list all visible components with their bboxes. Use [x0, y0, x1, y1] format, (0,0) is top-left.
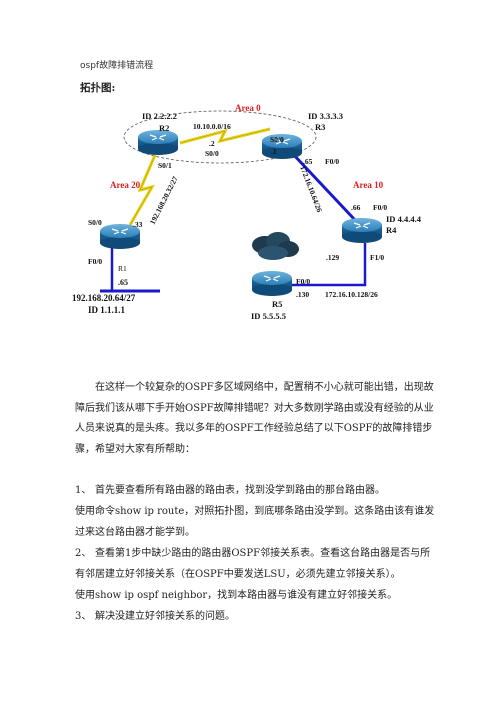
document-title: ospf故障排错流程 — [80, 61, 154, 71]
r1-f00-ip: .65 — [118, 278, 128, 287]
area0-label: Area 0 — [235, 103, 261, 113]
router-r2-icon — [138, 130, 178, 155]
r1-s00-label: S0/0 — [88, 218, 102, 227]
r5-name: R5 — [272, 299, 282, 309]
r2-id: ID 2.2.2.2 — [142, 111, 177, 121]
r4-id: ID 4.4.4.4 — [386, 214, 422, 224]
r1-id: ID 1.1.1.1 — [88, 305, 126, 315]
step-3-text: 解决没建立好邻接关系的问题。 — [95, 611, 235, 622]
link-r2-r3-network: 10.10.0.0/16 — [193, 122, 231, 131]
area0-boundary — [123, 110, 317, 164]
r1-lan-network: 192.168.20.64/27 — [72, 293, 136, 303]
r2-s00-ip: .2 — [209, 139, 215, 148]
r2-s01-label: S0/1 — [158, 161, 172, 170]
r1-name: R1 — [118, 264, 127, 273]
link-r5-r4-network: 172.16.10.128/26 — [325, 290, 378, 299]
step-2: 2、查看第1步中缺少路由的路由器OSPF邻接关系表。查看这台路由器是否与所有邻居… — [75, 544, 440, 585]
router-r5-icon — [252, 271, 292, 296]
link-r2-r1-network: 192.168.20.32/27 — [148, 175, 180, 226]
r3-id: ID 3.3.3.3 — [308, 111, 343, 121]
r3-name: R3 — [315, 122, 325, 132]
r5-f00-ip: .130 — [296, 290, 309, 299]
r4-f10-label: F1/0 — [370, 253, 384, 262]
r4-f00-label: F0/0 — [373, 203, 387, 212]
cloud-icon — [252, 232, 299, 260]
step-1-text: 首先要查看所有路由器的路由表，找到没学到路由的那台路由器。 — [95, 485, 385, 496]
step-1-detail: 使用命令show ip route，对照拓扑图，到底哪条路由没学到。这条路由该有… — [75, 506, 435, 538]
r4-f10-ip: .129 — [326, 253, 339, 262]
step-1-number: 1、 — [75, 485, 92, 496]
ethernet-link-r4-r5 — [290, 243, 367, 287]
r2-name: R2 — [159, 123, 169, 133]
r3-s00-ip: .1 — [271, 147, 277, 156]
step-3: 3、解决没建立好邻接关系的问题。 — [75, 607, 440, 628]
r3-s00-label: S0/0 — [270, 135, 284, 144]
router-r3-icon — [262, 134, 302, 159]
topology-heading: 拓扑图: — [80, 82, 116, 94]
intro-paragraph: 在这样一个较复杂的OSPF多区域网络中，配置稍不小心就可能出错，出现故障后我们该… — [75, 382, 434, 455]
area10-label: Area 10 — [353, 180, 384, 190]
r5-f00-label: F0/0 — [296, 277, 310, 286]
ethernet-link-r3-r4 — [290, 151, 357, 222]
router-r1-icon — [100, 224, 140, 249]
step-2-number: 2、 — [75, 548, 92, 559]
r3-f00-ip: .65 — [303, 157, 313, 166]
area20-label: Area 20 — [110, 180, 141, 190]
step-2-detail: 使用show ip ospf neighbor，找到本路由器与谁没有建立好邻接关… — [75, 590, 398, 601]
r3-f00-label: F0/0 — [325, 157, 339, 166]
step-3-number: 3、 — [75, 611, 92, 622]
r1-s00-ip: .33 — [133, 220, 143, 229]
topology-diagram: Area 0 Area 20 Area 10 ID 2.2.2.2 R2 ID … — [72, 103, 422, 321]
r4-name: R4 — [386, 225, 397, 235]
step-1: 1、首先要查看所有路由器的路由表，找到没学到路由的那台路由器。 — [75, 481, 440, 502]
r5-id: ID 5.5.5.5 — [251, 311, 286, 321]
r4-f00-ip: .66 — [351, 203, 361, 212]
step-2-text: 查看第1步中缺少路由的路由器OSPF邻接关系表。查看这台路由器是否与所有邻居建立… — [75, 548, 431, 580]
router-r4-icon — [342, 218, 382, 243]
r1-f00-label: F0/0 — [88, 257, 102, 266]
r2-s00-label: S0/0 — [205, 149, 219, 158]
